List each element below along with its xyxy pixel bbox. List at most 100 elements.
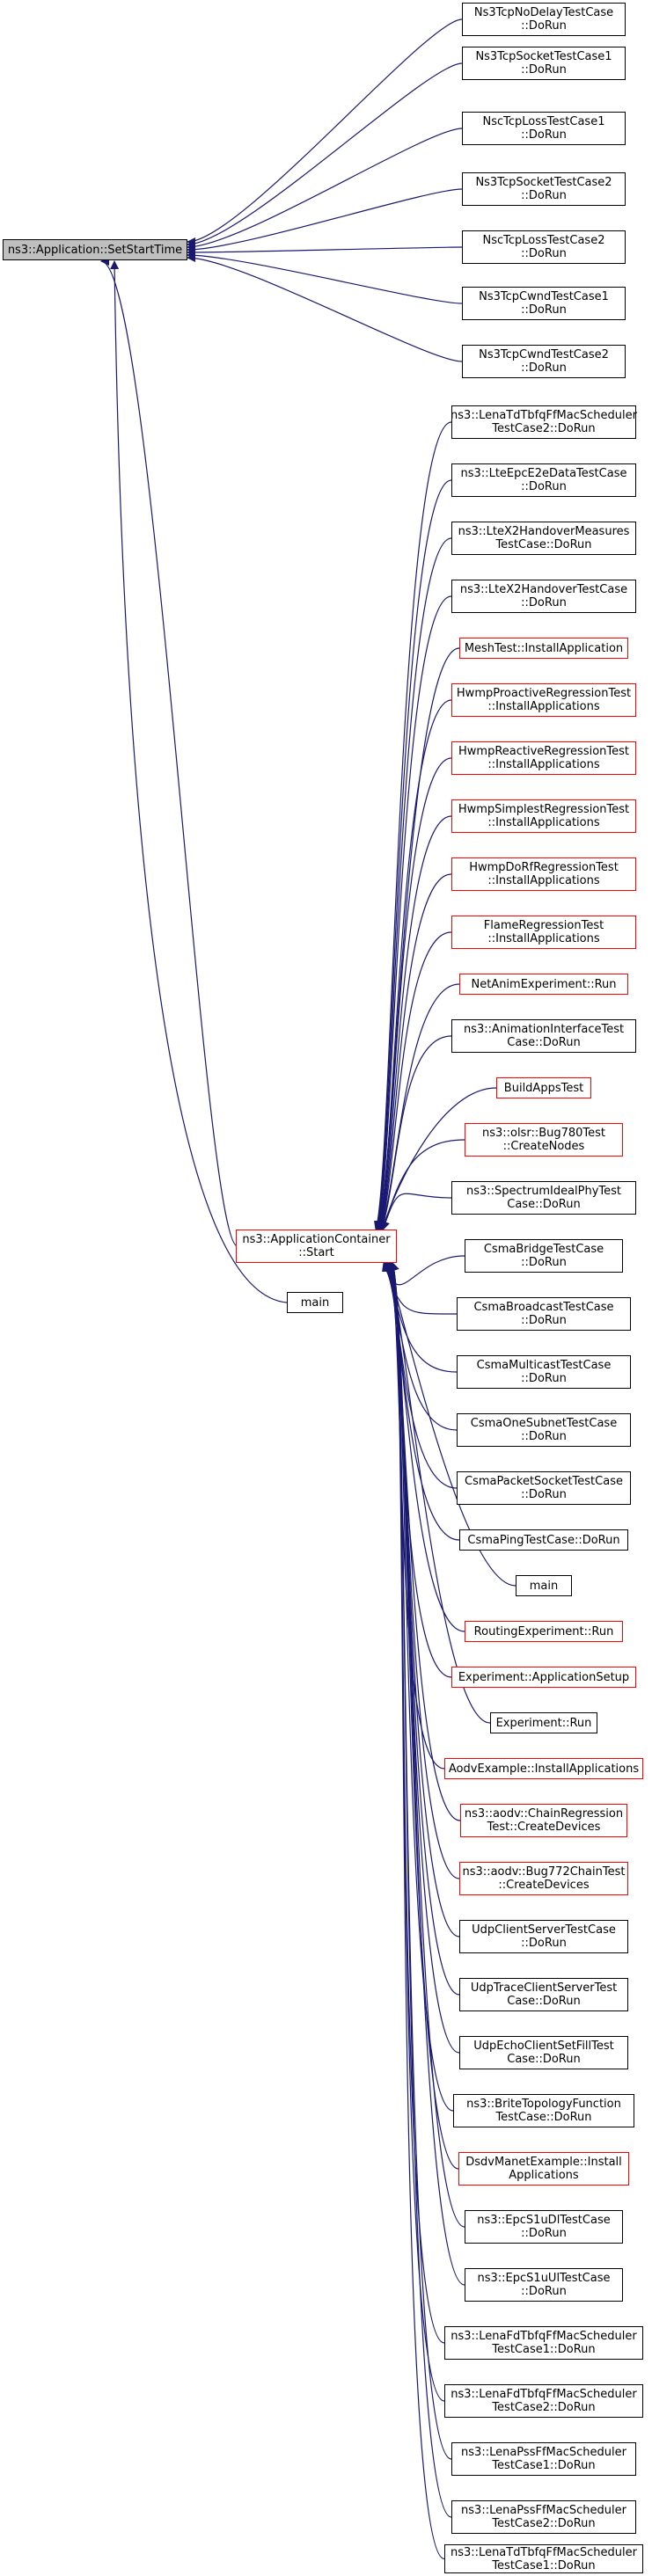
start-caller-node-label: ns3::LteX2HandoverMeasures TestCase::DoR… (458, 525, 630, 551)
start-caller-node[interactable]: HwmpProactiveRegressionTest ::InstallApp… (451, 683, 636, 717)
start-caller-node-label: ns3::AnimationInterfaceTest Case::DoRun (463, 1023, 625, 1049)
caller-node[interactable]: NscTcpLossTestCase2 ::DoRun (462, 230, 626, 264)
caller-node-label: Ns3TcpSocketTestCase1 ::DoRun (475, 50, 612, 77)
start-caller-node[interactable]: CsmaBridgeTestCase ::DoRun (465, 1239, 623, 1273)
caller-node-label: Ns3TcpCwndTestCase1 ::DoRun (479, 290, 609, 317)
edge-to-set-start-time (187, 18, 463, 246)
start-caller-node[interactable]: CsmaBroadcastTestCase ::DoRun (457, 1297, 631, 1331)
edge-to-app-container-start (380, 1139, 465, 1230)
start-caller-node[interactable]: ns3::BriteTopologyFunction TestCase::DoR… (453, 2094, 634, 2127)
caller-node[interactable]: Ns3TcpSocketTestCase2 ::DoRun (462, 172, 626, 206)
start-caller-node[interactable]: RoutingExperiment::Run (465, 1621, 623, 1642)
caller-node[interactable]: Ns3TcpSocketTestCase1 ::DoRun (462, 47, 626, 80)
start-caller-node[interactable]: UdpEchoClientSetFillTest Case::DoRun (459, 2036, 628, 2069)
edge-to-set-start-time (187, 251, 463, 304)
start-caller-node[interactable]: ns3::aodv::ChainRegression Test::CreateD… (460, 1804, 627, 1837)
start-caller-node-label: FlameRegressionTest ::InstallApplication… (483, 919, 604, 945)
start-caller-node[interactable]: ns3::LenaPssFfMacScheduler TestCase2::Do… (451, 2500, 636, 2534)
start-caller-node[interactable]: UdpTraceClientServerTest Case::DoRun (459, 1978, 628, 2011)
start-caller-node-label: UdpTraceClientServerTest Case::DoRun (470, 1981, 618, 2008)
start-caller-node[interactable]: UdpClientServerTestCase ::DoRun (459, 1920, 628, 1953)
start-caller-node-label: ns3::LteEpcE2eDataTestCase ::DoRun (460, 467, 627, 493)
set-start-time-node[interactable]: ns3::Application::SetStartTime (3, 239, 187, 260)
start-caller-node[interactable]: ns3::EpcS1uDlTestCase ::DoRun (465, 2210, 623, 2244)
edge-to-app-container-start (381, 1193, 452, 1230)
edge-to-app-container-start (391, 1262, 445, 2560)
start-caller-node[interactable]: CsmaPacketSocketTestCase ::DoRun (457, 1471, 631, 1505)
start-caller-node[interactable]: Experiment::Run (490, 1712, 597, 1733)
start-caller-node[interactable]: BuildAppsTest (496, 1077, 591, 1098)
caller-node-label: Ns3TcpSocketTestCase2 ::DoRun (475, 176, 612, 202)
start-caller-node[interactable]: MeshTest::InstallApplication (459, 638, 628, 659)
start-caller-node[interactable]: HwmpReactiveRegressionTest ::InstallAppl… (451, 741, 636, 775)
caller-node-label: Ns3TcpCwndTestCase2 ::DoRun (479, 348, 609, 375)
start-caller-node[interactable]: ns3::LteX2HandoverTestCase ::DoRun (451, 580, 636, 613)
edge-to-app-container-start (374, 421, 452, 1230)
start-caller-node-label: BuildAppsTest (503, 1081, 584, 1095)
start-caller-node[interactable]: CsmaOneSubnetTestCase ::DoRun (457, 1413, 631, 1447)
start-caller-node-label: HwmpDoRfRegressionTest ::InstallApplicat… (469, 861, 619, 887)
start-caller-node[interactable]: FlameRegressionTest ::InstallApplication… (451, 916, 636, 949)
start-caller-node-label: ns3::LenaFdTbfqFfMacScheduler TestCase2:… (451, 2388, 637, 2414)
start-caller-node[interactable]: ns3::LenaFdTbfqFfMacScheduler TestCase1:… (444, 2326, 643, 2360)
start-caller-node-label: HwmpReactiveRegressionTest ::InstallAppl… (458, 745, 629, 771)
start-caller-node[interactable]: HwmpSimplestRegressionTest ::InstallAppl… (451, 799, 636, 833)
start-caller-node[interactable]: AodvExample::InstallApplications (444, 1758, 643, 1779)
main-left-node[interactable]: main (287, 1292, 343, 1313)
start-caller-node-label: HwmpSimplestRegressionTest ::InstallAppl… (458, 803, 630, 829)
start-caller-node[interactable]: main (516, 1575, 572, 1596)
edge-start-to-set-start-time (100, 257, 238, 1247)
start-caller-node[interactable]: NetAnimExperiment::Run (459, 974, 628, 995)
start-caller-node-label: ns3::LenaFdTbfqFfMacScheduler TestCase1:… (451, 2330, 637, 2356)
start-caller-node-label: ns3::SpectrumIdealPhyTest Case::DoRun (465, 1185, 622, 1211)
edge-to-app-container-start (377, 873, 452, 1230)
start-caller-node[interactable]: ns3::EpcS1uUlTestCase ::DoRun (465, 2268, 623, 2302)
start-caller-node[interactable]: HwmpDoRfRegressionTest ::InstallApplicat… (451, 857, 636, 891)
start-caller-node[interactable]: CsmaPingTestCase::DoRun (459, 1529, 628, 1551)
start-caller-node[interactable]: DsdvManetExample::Install Applications (458, 2152, 629, 2186)
start-caller-node[interactable]: ns3::LteX2HandoverMeasures TestCase::DoR… (451, 522, 636, 555)
start-caller-node-label: Experiment::Run (495, 1716, 592, 1730)
edge-to-app-container-start (375, 537, 452, 1230)
start-caller-node[interactable]: ns3::AnimationInterfaceTest Case::DoRun (451, 1019, 636, 1053)
start-caller-node-label: CsmaOneSubnetTestCase ::DoRun (470, 1417, 618, 1443)
start-caller-node-label: ns3::LenaPssFfMacScheduler TestCase2::Do… (461, 2504, 626, 2530)
start-caller-node[interactable]: ns3::LenaPssFfMacScheduler TestCase1::Do… (451, 2442, 636, 2476)
caller-node[interactable]: NscTcpLossTestCase1 ::DoRun (462, 112, 626, 145)
start-caller-node-label: DsdvManetExample::Install Applications (465, 2156, 622, 2182)
start-caller-node-label: RoutingExperiment::Run (473, 1624, 614, 1638)
edge-to-set-start-time (187, 253, 463, 362)
start-caller-node[interactable]: ns3::aodv::Bug772ChainTest ::CreateDevic… (459, 1862, 628, 1895)
start-caller-node-label: HwmpProactiveRegressionTest ::InstallApp… (456, 687, 632, 713)
start-caller-node-label: MeshTest::InstallApplication (464, 641, 624, 655)
edge-to-set-start-time (187, 128, 463, 252)
start-caller-node[interactable]: ns3::LenaFdTbfqFfMacScheduler TestCase2:… (444, 2384, 643, 2418)
main-left-label: main (300, 1295, 330, 1310)
start-caller-node-label: Experiment::ApplicationSetup (458, 1670, 630, 1684)
edge-to-app-container-start (377, 699, 452, 1230)
start-caller-node[interactable]: ns3::SpectrumIdealPhyTest Case::DoRun (451, 1181, 636, 1215)
app-container-start-node[interactable]: ns3::ApplicationContainer ::Start (236, 1230, 397, 1263)
start-caller-node-label: ns3::LenaTdTbfqFfMacScheduler TestCase2:… (451, 409, 637, 435)
start-caller-node-label: AodvExample::InstallApplications (448, 1762, 640, 1776)
start-caller-node-label: UdpEchoClientSetFillTest Case::DoRun (473, 2040, 614, 2066)
caller-node[interactable]: Ns3TcpCwndTestCase1 ::DoRun (462, 287, 626, 320)
set-start-time-label: ns3::Application::SetStartTime (7, 243, 183, 257)
caller-node[interactable]: Ns3TcpNoDelayTestCase ::DoRun (462, 3, 626, 36)
start-caller-node-label: UdpClientServerTestCase ::DoRun (472, 1923, 616, 1950)
start-caller-node[interactable]: CsmaMulticastTestCase ::DoRun (457, 1355, 631, 1389)
start-caller-node-label: ns3::LteX2HandoverTestCase ::DoRun (459, 583, 628, 609)
start-caller-node[interactable]: ns3::olsr::Bug780Test ::CreateNodes (465, 1123, 623, 1157)
start-caller-node[interactable]: ns3::LenaTdTbfqFfMacScheduler TestCase1:… (444, 2544, 643, 2573)
edge-to-app-container-start (377, 757, 452, 1230)
app-container-start-label: ns3::ApplicationContainer ::Start (242, 1233, 391, 1259)
start-caller-node-label: ns3::LenaPssFfMacScheduler TestCase1::Do… (461, 2446, 626, 2472)
start-caller-node[interactable]: ns3::LteEpcE2eDataTestCase ::DoRun (451, 463, 636, 497)
start-caller-node[interactable]: ns3::LenaTdTbfqFfMacScheduler TestCase2:… (451, 405, 637, 439)
start-caller-node-label: CsmaMulticastTestCase ::DoRun (476, 1359, 612, 1385)
start-caller-node-label: CsmaBroadcastTestCase ::DoRun (473, 1301, 614, 1327)
edge-to-app-container-start (378, 931, 452, 1230)
caller-node[interactable]: Ns3TcpCwndTestCase2 ::DoRun (462, 345, 626, 378)
start-caller-node[interactable]: Experiment::ApplicationSetup (451, 1667, 636, 1688)
edge-to-app-container-start (387, 1262, 445, 1770)
